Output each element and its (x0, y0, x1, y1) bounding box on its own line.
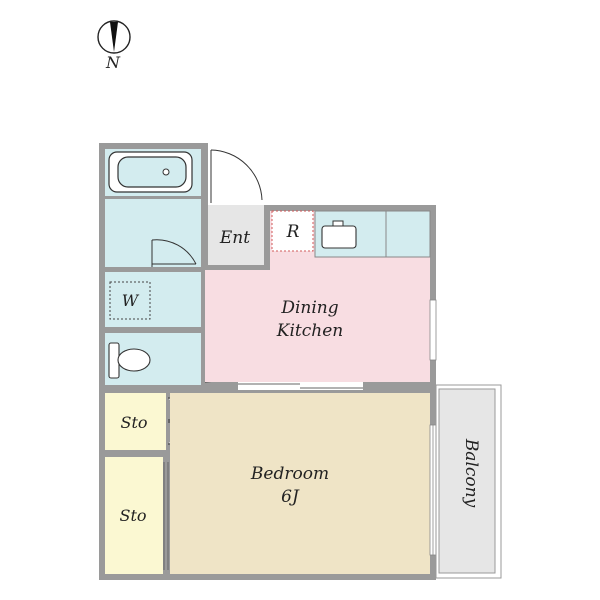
dk-bedroom-sliding-door-icon (238, 382, 363, 390)
refrigerator-label: R (286, 222, 300, 242)
compass-label: N (105, 53, 121, 72)
toilet-icon (108, 342, 151, 379)
storage-lower-sliding-door-icon (163, 462, 169, 570)
washer-label: W (122, 291, 140, 310)
washroom (105, 199, 201, 267)
storage-lower-label: Sto (119, 506, 146, 525)
bedroom (170, 393, 430, 574)
outside-notch (208, 143, 438, 205)
dk-window (429, 299, 437, 361)
storage-upper (105, 393, 166, 450)
dining-label: Dining (280, 298, 338, 318)
washer-space-icon (109, 281, 151, 320)
wash-door-swing-icon (151, 239, 197, 267)
washer-area (105, 272, 201, 327)
storage-lower (105, 457, 163, 574)
dining-kitchen-extension (205, 270, 270, 382)
entrance-label: Ent (219, 228, 250, 248)
compass-needle-icon (110, 22, 118, 52)
compass: N (97, 20, 131, 72)
refrigerator-space-icon (271, 210, 314, 252)
bedroom-size-label: 6J (281, 487, 300, 507)
entrance (208, 205, 264, 265)
bedroom-label: Bedroom (250, 464, 329, 484)
balcony-label: Balcony (461, 438, 481, 508)
kitchen-label: Kitchen (276, 321, 343, 341)
sink-icon (321, 220, 357, 249)
bathtub-icon (108, 151, 193, 193)
front-door-swing-icon (208, 143, 263, 205)
balcony (435, 384, 502, 579)
storage-upper-label: Sto (120, 413, 147, 432)
